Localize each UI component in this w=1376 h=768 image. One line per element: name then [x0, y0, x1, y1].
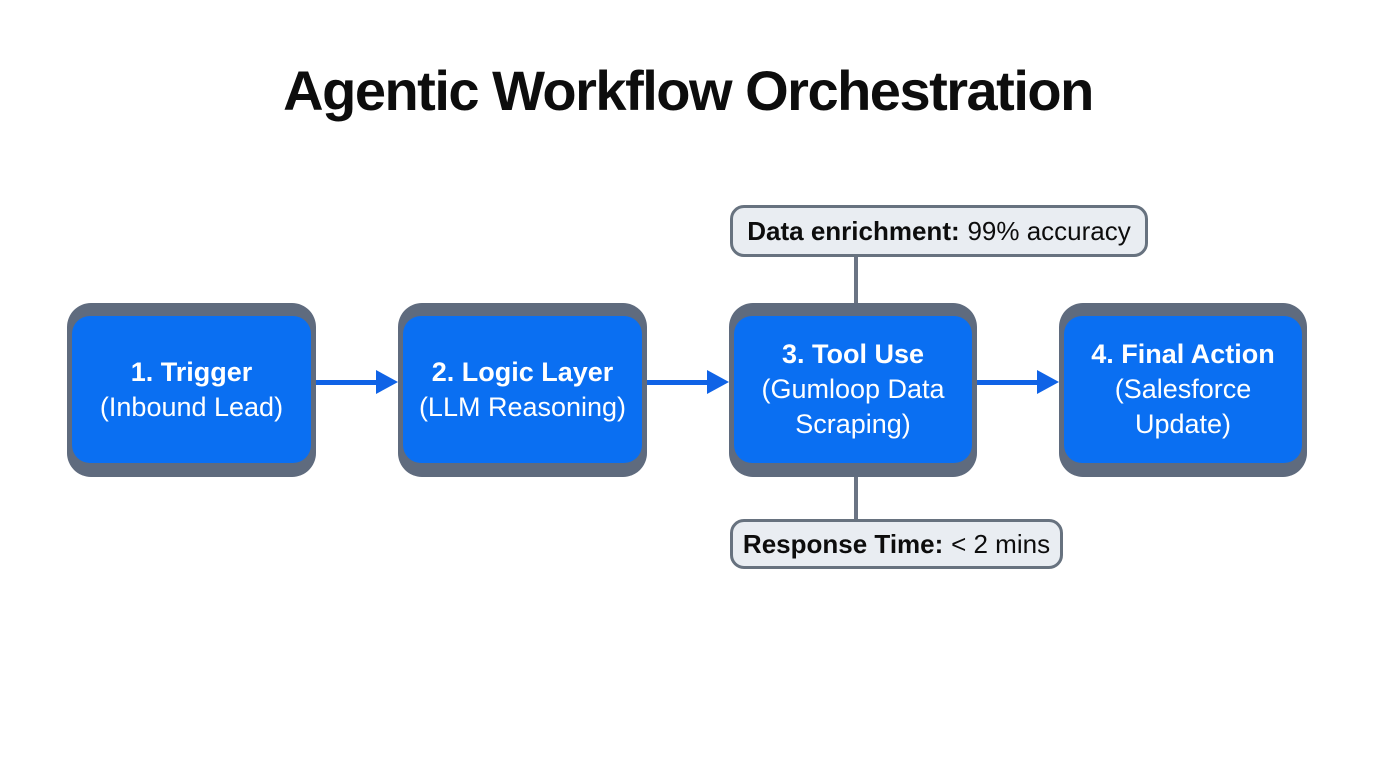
- step-box-final-action-inner: 4. Final Action (Salesforce Update): [1064, 316, 1302, 463]
- step-box-logic-layer-inner: 2. Logic Layer (LLM Reasoning): [403, 316, 642, 463]
- step-subtitle: (Gumloop Data Scraping): [761, 374, 945, 439]
- annotation-response-time-label: Response Time:: [742, 528, 944, 559]
- flow-arrow-right-icon-3: [977, 370, 1059, 394]
- arrow-head: [1037, 370, 1059, 394]
- step-title: 1. Trigger: [130, 356, 253, 387]
- annotation-data-enrichment-label: Data enrichment:: [747, 215, 960, 246]
- step-box-tool-use: 3. Tool Use (Gumloop Data Scraping): [729, 303, 977, 477]
- connector-line-top: [854, 253, 858, 307]
- step-box-tool-use-inner: 3. Tool Use (Gumloop Data Scraping): [734, 316, 972, 463]
- step-title: 2. Logic Layer: [431, 356, 614, 387]
- step-title: 4. Final Action: [1091, 339, 1275, 369]
- arrow-line: [647, 380, 711, 385]
- flow-arrow-right-icon-2: [647, 370, 729, 394]
- step-subtitle: (Salesforce Update): [1114, 374, 1252, 439]
- step-subtitle: (LLM Reasoning): [418, 391, 627, 422]
- connector-line-bottom: [854, 473, 858, 523]
- arrow-head: [376, 370, 398, 394]
- flow-arrow-right-icon-1: [316, 370, 398, 394]
- step-box-final-action: 4. Final Action (Salesforce Update): [1059, 303, 1307, 477]
- annotation-data-enrichment-value: 99% accuracy: [967, 215, 1131, 246]
- annotation-response-time: Response Time: < 2 mins: [730, 519, 1063, 569]
- arrow-line: [316, 380, 380, 385]
- step-box-logic-layer: 2. Logic Layer (LLM Reasoning): [398, 303, 647, 477]
- step-box-trigger: 1. Trigger (Inbound Lead): [67, 303, 316, 477]
- annotation-data-enrichment: Data enrichment: 99% accuracy: [730, 205, 1148, 257]
- step-subtitle: (Inbound Lead): [99, 391, 284, 422]
- step-box-trigger-inner: 1. Trigger (Inbound Lead): [72, 316, 311, 463]
- step-title: 3. Tool Use: [781, 339, 925, 369]
- page-title: Agentic Workflow Orchestration: [283, 59, 1094, 122]
- annotation-response-time-value: < 2 mins: [951, 528, 1051, 559]
- arrow-line: [977, 380, 1041, 385]
- arrow-head: [707, 370, 729, 394]
